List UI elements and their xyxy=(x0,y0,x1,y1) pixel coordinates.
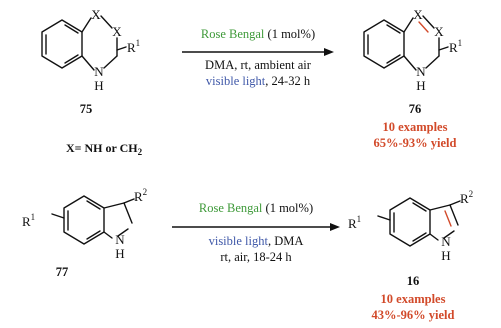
compound-number-75: 75 xyxy=(80,102,93,116)
atom-label-n: N xyxy=(416,64,426,79)
atom-label-x: X xyxy=(112,24,122,39)
substituent-bond xyxy=(438,46,449,51)
compound-number-16: 16 xyxy=(407,274,420,288)
ring-bond xyxy=(123,202,133,224)
ring-bond xyxy=(429,233,439,241)
benzene-ring xyxy=(41,19,83,69)
atom-label-x: X xyxy=(413,7,423,22)
substituent-bond xyxy=(123,198,135,204)
ring-bond xyxy=(117,228,129,237)
catalyst-label-top: Rose Bengal (1 mol%) xyxy=(201,27,315,41)
substituent-bond xyxy=(116,46,127,51)
aromatic-double-bond xyxy=(386,54,401,64)
examples-count-bottom: 10 examples xyxy=(381,292,446,306)
substituent-r1: R1 xyxy=(449,38,462,55)
yield-range-top: 65%-93% yield xyxy=(374,136,457,150)
substituent-r1: R1 xyxy=(348,214,361,231)
substituent-r2: R2 xyxy=(134,187,147,204)
reactant-77-structure xyxy=(51,195,135,245)
atom-label-h: H xyxy=(416,78,425,93)
aromatic-double-bond xyxy=(86,230,101,240)
substituent-bond xyxy=(377,215,391,221)
ring-bond xyxy=(103,202,125,209)
substituent-bond xyxy=(51,213,65,219)
atom-label-n: N xyxy=(115,232,125,247)
compound-number-77: 77 xyxy=(56,265,69,279)
benzene-ring xyxy=(63,195,105,245)
benzene-ring xyxy=(363,19,405,69)
catalyst-label-bottom: Rose Bengal (1 mol%) xyxy=(199,201,313,215)
aromatic-double-bond xyxy=(412,202,427,212)
atom-label-h: H xyxy=(115,246,124,261)
ring-bond xyxy=(81,17,92,33)
ring-bond xyxy=(103,55,118,69)
ring-bond xyxy=(422,15,435,29)
arrowhead xyxy=(330,223,340,231)
substituent-r1: R1 xyxy=(127,38,140,55)
light-time-label-top: visible light, 24-32 h xyxy=(206,74,311,88)
atom-label-x: X xyxy=(434,24,444,39)
ring-bond xyxy=(403,55,417,71)
product-16-structure xyxy=(377,197,461,247)
examples-count-top: 10 examples xyxy=(383,120,448,134)
x-definition: X= NH or CH2 xyxy=(66,141,143,157)
aromatic-double-bond xyxy=(386,24,401,34)
ring-bond xyxy=(81,55,95,71)
ring-bond xyxy=(449,204,459,226)
substituent-r2: R2 xyxy=(460,189,473,206)
new-double-bond xyxy=(418,21,429,33)
benzene-ring xyxy=(389,197,431,247)
arrowhead xyxy=(324,48,334,56)
ring-bond xyxy=(429,204,451,211)
yield-range-bottom: 43%-96% yield xyxy=(372,308,455,322)
ring-bond xyxy=(443,230,455,239)
substituent-bond xyxy=(449,200,461,206)
ring-bond xyxy=(425,55,440,69)
atom-label-n: N xyxy=(441,234,451,249)
atom-label-h: H xyxy=(441,248,450,263)
ring-bond xyxy=(100,15,113,29)
aromatic-double-bond xyxy=(64,54,79,64)
conditions-line-bottom: rt, air, 18-24 h xyxy=(220,250,292,264)
atom-label-x: X xyxy=(91,7,101,22)
compound-number-76: 76 xyxy=(409,102,422,116)
ring-bond xyxy=(103,231,113,239)
reactant-75-structure xyxy=(41,15,127,71)
aromatic-double-bond xyxy=(412,232,427,242)
conditions-line-top: DMA, rt, ambient air xyxy=(205,58,312,72)
light-solvent-label-bottom: visible light, DMA xyxy=(209,234,304,248)
aromatic-double-bond xyxy=(86,200,101,210)
atom-label-h: H xyxy=(94,78,103,93)
product-76-structure xyxy=(363,15,449,71)
atom-label-n: N xyxy=(94,64,104,79)
substituent-r1: R1 xyxy=(22,212,35,229)
new-double-bond xyxy=(444,210,452,227)
ring-bond xyxy=(403,17,414,33)
aromatic-double-bond xyxy=(64,24,79,34)
